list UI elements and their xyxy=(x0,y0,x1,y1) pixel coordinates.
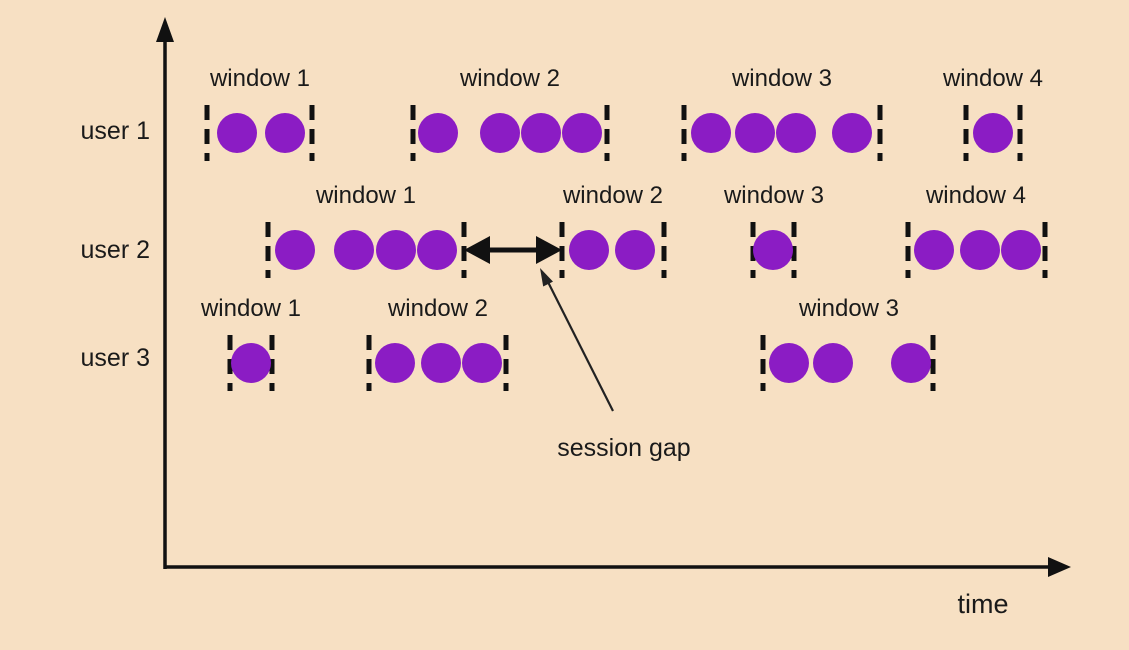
user-row-3 xyxy=(227,335,936,391)
window-label: window 3 xyxy=(723,182,825,209)
rows-vector-group xyxy=(204,105,1048,391)
event-dot xyxy=(562,113,602,153)
event-dot xyxy=(753,230,793,270)
axes-group xyxy=(156,17,1071,577)
window-group xyxy=(963,105,1023,161)
event-dot xyxy=(418,113,458,153)
window-group xyxy=(559,222,667,278)
event-dot xyxy=(973,113,1013,153)
window-group xyxy=(204,105,315,161)
event-dot xyxy=(334,230,374,270)
user-row-1 xyxy=(204,105,1023,161)
event-dot xyxy=(735,113,775,153)
event-dot xyxy=(417,230,457,270)
event-dot xyxy=(776,113,816,153)
event-dot xyxy=(813,343,853,383)
window-label: window 1 xyxy=(209,65,311,92)
event-dot xyxy=(960,230,1000,270)
window-label: window 2 xyxy=(387,295,489,322)
session-gap-label: session gap xyxy=(557,434,691,462)
session-gap-pointer xyxy=(540,268,614,412)
user-row-label: user 2 xyxy=(80,236,150,264)
window-group xyxy=(265,222,467,278)
gap-arrow-head-right xyxy=(536,236,562,264)
window-label: window 2 xyxy=(459,65,561,92)
event-dot xyxy=(265,113,305,153)
x-axis-arrowhead xyxy=(1048,557,1071,577)
event-dot xyxy=(421,343,461,383)
user-row-2 xyxy=(265,222,1048,278)
event-dot xyxy=(521,113,561,153)
window-group xyxy=(760,335,936,391)
event-dot xyxy=(376,230,416,270)
event-dot xyxy=(891,343,931,383)
window-label: window 4 xyxy=(925,182,1027,209)
event-dot xyxy=(462,343,502,383)
pointer-arrowhead xyxy=(540,268,554,287)
pointer-shaft xyxy=(546,279,614,412)
event-dot xyxy=(375,343,415,383)
event-dot xyxy=(275,230,315,270)
window-label: window 2 xyxy=(562,182,664,209)
window-label: window 1 xyxy=(315,182,417,209)
event-dot xyxy=(769,343,809,383)
y-axis-arrowhead xyxy=(156,17,174,42)
event-dot xyxy=(914,230,954,270)
event-dot xyxy=(569,230,609,270)
gap-arrow-head-left xyxy=(464,236,490,264)
window-group xyxy=(227,335,275,391)
window-label: window 3 xyxy=(731,65,833,92)
event-dot xyxy=(231,343,271,383)
event-dot xyxy=(615,230,655,270)
window-group xyxy=(410,105,610,161)
event-dot xyxy=(480,113,520,153)
user-row-label: user 3 xyxy=(80,344,150,372)
time-axis-label: time xyxy=(957,589,1009,619)
window-label: window 4 xyxy=(942,65,1044,92)
window-group xyxy=(681,105,883,161)
event-dot xyxy=(832,113,872,153)
user-row-label: user 1 xyxy=(80,117,150,145)
event-dot xyxy=(217,113,257,153)
window-group xyxy=(750,222,797,278)
window-label: window 3 xyxy=(798,295,900,322)
event-dot xyxy=(691,113,731,153)
event-dot xyxy=(1001,230,1041,270)
session-gap-arrow xyxy=(464,236,562,264)
window-group xyxy=(905,222,1048,278)
window-label: window 1 xyxy=(200,295,302,322)
window-group xyxy=(366,335,509,391)
